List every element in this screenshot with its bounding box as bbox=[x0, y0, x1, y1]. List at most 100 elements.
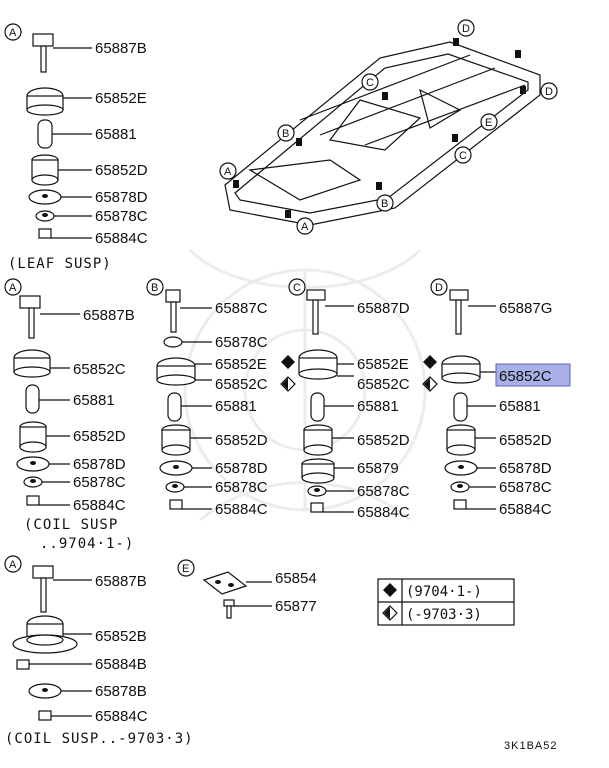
frame-callout-a-left: A bbox=[219, 162, 237, 180]
bushing-65852e bbox=[156, 357, 196, 386]
part-label-65852c: 65852C bbox=[357, 376, 410, 393]
part-label-65852c: 65852C bbox=[73, 361, 126, 378]
svg-text:C: C bbox=[366, 77, 374, 89]
collar-65881 bbox=[25, 384, 40, 414]
bushing-65852d bbox=[31, 154, 59, 186]
washer-65878b bbox=[28, 683, 62, 699]
part-label-65878d: 65878D bbox=[73, 456, 126, 473]
bolt-65887g bbox=[449, 289, 469, 335]
callout-c: C bbox=[288, 278, 306, 296]
part-label-65878c: 65878C bbox=[357, 483, 410, 500]
svg-text:E: E bbox=[182, 563, 189, 575]
chassis-frame: D C D E B C A B A bbox=[219, 19, 558, 235]
nut-65884c bbox=[169, 499, 183, 510]
svg-text:B: B bbox=[282, 128, 289, 140]
frame-callout-b-bottom: B bbox=[376, 194, 394, 212]
legend-label-new: (9704·1-) bbox=[406, 584, 482, 600]
bushing-65852b bbox=[12, 615, 78, 654]
e-group: E 65854 65877 bbox=[177, 559, 317, 619]
part-label-65852b: 65852B bbox=[95, 628, 147, 645]
bushing-65852d bbox=[446, 424, 476, 456]
legend-label-old: (-9703·3) bbox=[406, 607, 482, 623]
part-label-65852c: 65852C bbox=[215, 376, 268, 393]
part-label-65878d: 65878D bbox=[215, 460, 268, 477]
frame-callout-d-right: D bbox=[540, 82, 558, 100]
part-label-65881: 65881 bbox=[215, 398, 257, 415]
diamond-new-marker bbox=[383, 583, 397, 597]
coil-susp-group-c: C 65887D 65852E 65852C 65881 65852D bbox=[288, 278, 438, 521]
frame-callout-c-top: C bbox=[361, 73, 379, 91]
bushing-65852e bbox=[26, 87, 64, 116]
frame-callout-b-left: B bbox=[277, 124, 295, 142]
coil-susp-group-a: A 65887B 65852C 65881 65852D 65878D bbox=[4, 278, 135, 552]
callout-d: D bbox=[430, 278, 448, 296]
callout-a: A bbox=[4, 555, 22, 573]
coil-susp-group-b: B 65887C 65878C 65852E 65852C 65881 bbox=[146, 278, 296, 518]
washer-65878c bbox=[23, 476, 43, 488]
part-label-65878c: 65878C bbox=[73, 474, 126, 491]
bolt-65887b bbox=[19, 295, 41, 339]
caption-leaf-susp: (LEAF SUSP) bbox=[8, 256, 112, 272]
drawing-code: 3K1BA52 bbox=[504, 740, 557, 752]
spacer-65879 bbox=[301, 458, 335, 484]
part-label-65852d: 65852D bbox=[215, 432, 268, 449]
date-legend: (9704·1-) (-9703·3) bbox=[377, 578, 515, 626]
coil-susp-old-group: A 65887B 65852B 65884B 65878B 65884C (CO… bbox=[4, 555, 193, 747]
part-label-65887g: 65887G bbox=[499, 300, 552, 317]
part-label-65881: 65881 bbox=[357, 398, 399, 415]
nut-65884c bbox=[310, 502, 324, 513]
part-label-65878d: 65878D bbox=[499, 460, 552, 477]
bushing-65852c bbox=[441, 355, 481, 384]
collar-65881 bbox=[310, 392, 325, 422]
washer-65878c bbox=[35, 210, 55, 222]
bushing-65852d bbox=[19, 421, 47, 453]
frame-callout-a-bottom: A bbox=[296, 217, 314, 235]
part-label-65852d: 65852D bbox=[499, 432, 552, 449]
diamond-new-marker bbox=[281, 355, 295, 369]
svg-text:D: D bbox=[435, 282, 443, 294]
frame-callout-c-right: C bbox=[454, 146, 472, 164]
nut-65884b bbox=[16, 659, 30, 670]
part-label-65884c: 65884C bbox=[95, 708, 148, 725]
svg-text:A: A bbox=[301, 221, 309, 233]
washer-65878c bbox=[307, 485, 327, 497]
washer-65878d bbox=[28, 189, 62, 205]
washer-65878c bbox=[165, 481, 185, 493]
washer-65878d bbox=[16, 456, 50, 472]
part-label-65854: 65854 bbox=[275, 570, 317, 587]
part-label-65852c-highlighted[interactable]: 65852C bbox=[499, 368, 552, 385]
washer-65878c bbox=[163, 336, 183, 348]
plate-65854 bbox=[202, 571, 248, 595]
part-label-65878b: 65878B bbox=[95, 683, 147, 700]
washer-65878d bbox=[159, 460, 193, 476]
frame-callout-e: E bbox=[480, 113, 498, 131]
part-label-65852d: 65852D bbox=[357, 432, 410, 449]
nut-65884c bbox=[38, 228, 52, 239]
collar-65881 bbox=[167, 392, 182, 422]
part-label-65878c: 65878C bbox=[95, 208, 148, 225]
svg-text:D: D bbox=[462, 23, 470, 35]
part-label-65881: 65881 bbox=[499, 398, 541, 415]
nut-65884c bbox=[26, 495, 40, 506]
part-label-65879: 65879 bbox=[357, 460, 399, 477]
part-label-65878c: 65878C bbox=[215, 334, 268, 351]
part-label-65884c: 65884C bbox=[95, 230, 148, 247]
caption-coil-susp-date: ..9704·1-) bbox=[40, 536, 134, 552]
leaf-susp-group: A 65887B 65852E 65881 65852D bbox=[4, 23, 148, 272]
bolt-65887c bbox=[165, 289, 181, 333]
part-label-65884b: 65884B bbox=[95, 656, 147, 673]
svg-text:A: A bbox=[9, 282, 17, 294]
part-label-65852e: 65852E bbox=[215, 356, 267, 373]
part-label-65878d: 65878D bbox=[95, 189, 148, 206]
highlighted-part-box[interactable] bbox=[495, 363, 571, 387]
part-label-65881: 65881 bbox=[73, 392, 115, 409]
part-label-65884c: 65884C bbox=[215, 501, 268, 518]
part-label-65852d: 65852D bbox=[95, 162, 148, 179]
nut-65884c bbox=[453, 499, 467, 510]
part-label-65884c: 65884C bbox=[499, 501, 552, 518]
part-label-65877: 65877 bbox=[275, 598, 317, 615]
part-label-65852e: 65852E bbox=[95, 90, 147, 107]
bushing-65852c bbox=[13, 349, 51, 378]
